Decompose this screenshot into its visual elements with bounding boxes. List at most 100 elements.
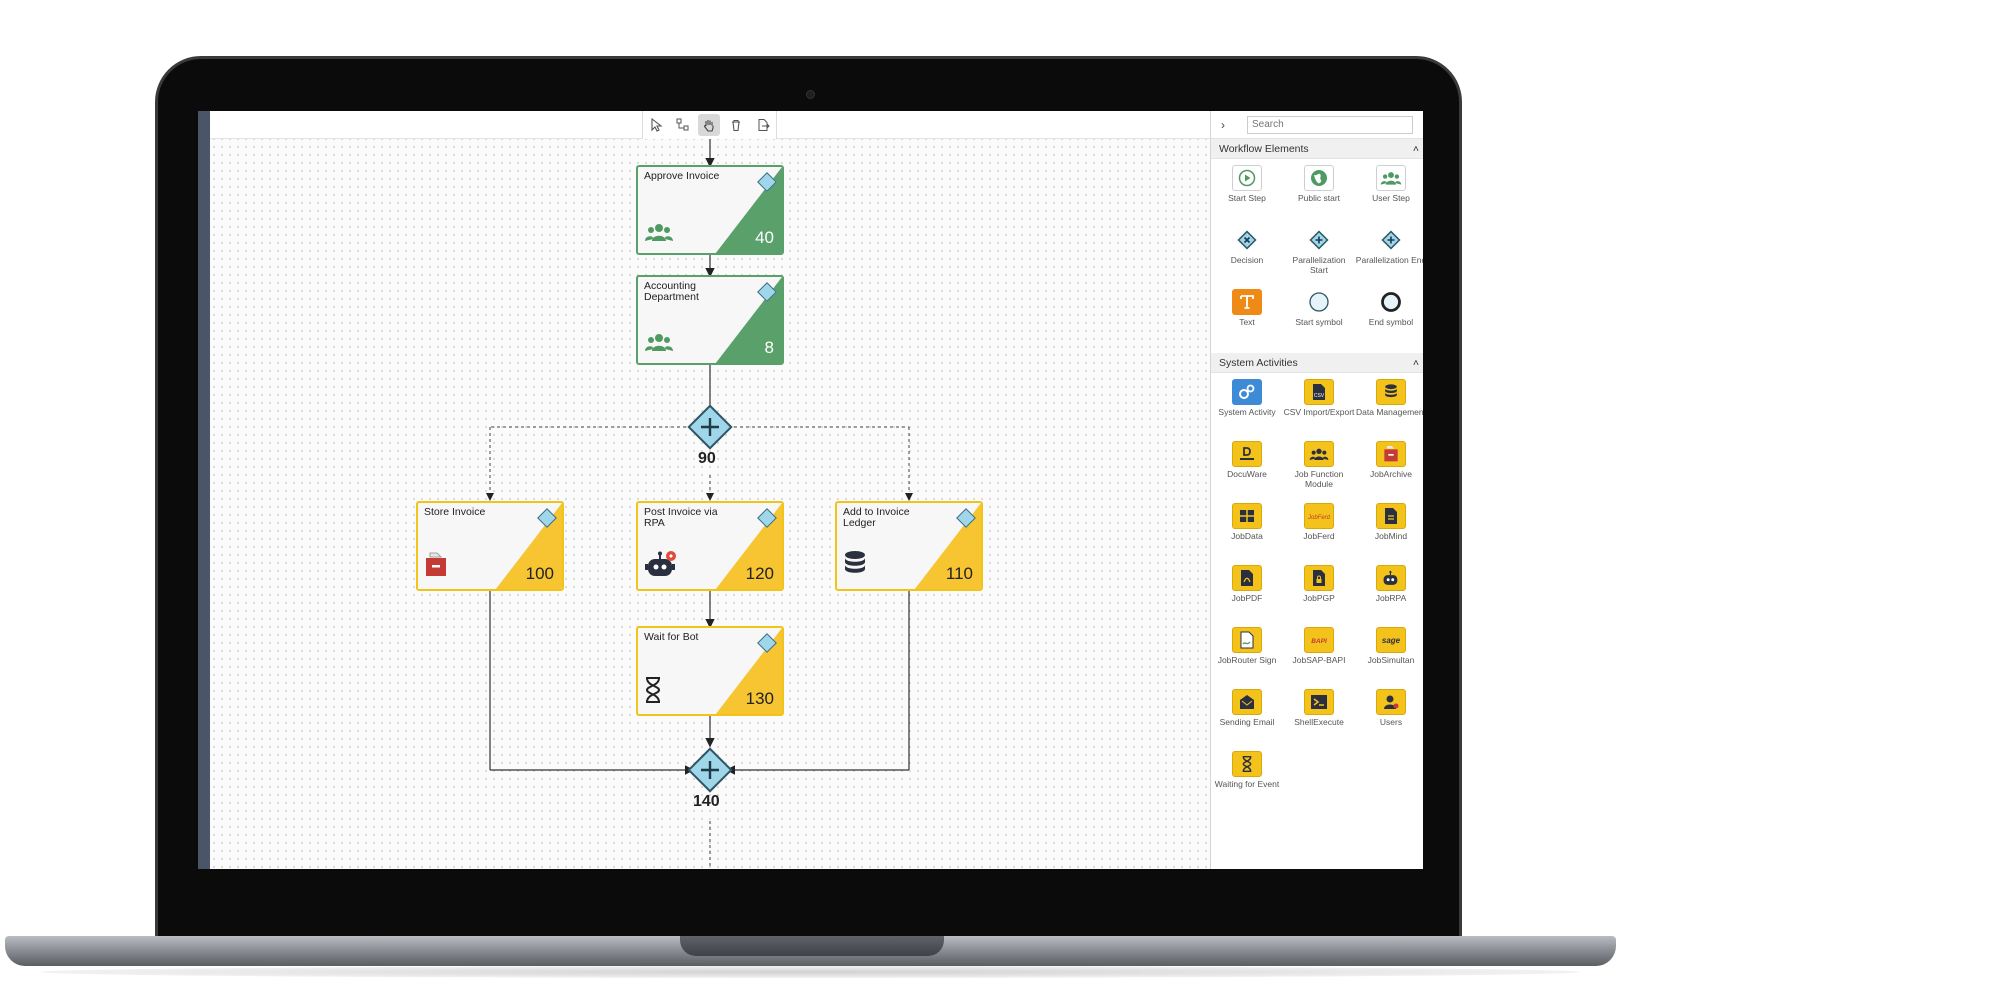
node-number: 40	[755, 228, 774, 247]
node-post-invoice-rpa[interactable]: Post Invoice via RPA 120	[636, 501, 784, 591]
gateway-join-diamond[interactable]	[687, 747, 733, 793]
svg-text:BAPI: BAPI	[1311, 638, 1327, 645]
search-input[interactable]	[1247, 115, 1413, 134]
canvas-toolbar	[642, 111, 777, 139]
connect-tool-icon[interactable]	[672, 114, 694, 136]
activity-jobpgp[interactable]: JobPGP	[1283, 565, 1355, 627]
node-title: Add to Invoice Ledger	[843, 506, 910, 529]
system-activities-header[interactable]: System Activities ˄	[1211, 353, 1423, 373]
archive-icon	[1376, 441, 1406, 467]
workflow-elements-header[interactable]: Workflow Elements ˄	[1211, 139, 1423, 159]
activity-data-management[interactable]: Data Management	[1355, 379, 1423, 441]
activity-jobferd[interactable]: JobFerd JobFerd	[1283, 503, 1355, 565]
globe-icon	[1304, 165, 1334, 191]
collapse-panel-icon[interactable]: ›	[1221, 117, 1225, 132]
node-accounting-department[interactable]: Accounting Department 8	[636, 275, 784, 365]
node-store-invoice[interactable]: Store Invoice 100	[416, 501, 564, 591]
node-title: Store Invoice	[424, 506, 486, 518]
parallel-diamond-icon	[1376, 227, 1406, 253]
activity-jobmind[interactable]: JobMind	[1355, 503, 1423, 565]
jobferd-icon: JobFerd	[1304, 503, 1334, 529]
select-pointer-icon[interactable]	[645, 114, 667, 136]
svg-text:JobFerd: JobFerd	[1308, 515, 1330, 521]
activity-waiting-for-event[interactable]: Waiting for Event	[1211, 751, 1283, 813]
node-add-invoice-ledger[interactable]: Add to Invoice Ledger 110	[835, 501, 983, 591]
decision-diamond-icon	[1232, 227, 1262, 253]
robot-icon	[644, 550, 678, 583]
screen: 90 140 Approve Invoice 40 Accounting Dep…	[198, 111, 1423, 869]
activity-jobrpa[interactable]: JobRPA	[1355, 565, 1423, 627]
element-parallelization-start[interactable]: Parallelization Start	[1283, 227, 1355, 289]
node-number: 110	[945, 564, 973, 583]
activity-docuware[interactable]: DocuWare	[1211, 441, 1283, 503]
element-parallelization-end[interactable]: Parallelization End	[1355, 227, 1423, 289]
element-start-symbol[interactable]: Start symbol	[1283, 289, 1355, 351]
activity-jobsimultan[interactable]: sage JobSimultan	[1355, 627, 1423, 689]
activity-users[interactable]: Users	[1355, 689, 1423, 751]
chevron-up-icon[interactable]: ˄	[1412, 356, 1419, 369]
play-icon	[1232, 165, 1262, 191]
node-number: 8	[764, 338, 774, 357]
node-number: 120	[745, 564, 774, 583]
elements-panel: › Workflow Elements ˄ Start Step Public …	[1210, 111, 1423, 869]
docuware-icon	[1232, 441, 1262, 467]
csv-file-icon: CSV	[1304, 379, 1334, 405]
element-text[interactable]: Text	[1211, 289, 1283, 351]
activity-jobdata[interactable]: JobData	[1211, 503, 1283, 565]
email-icon	[1232, 689, 1262, 715]
table-icon	[1232, 503, 1262, 529]
node-title: Wait for Bot	[644, 631, 699, 643]
system-activities-grid: System Activity CSV CSV Import/Export Da…	[1211, 373, 1423, 815]
workflow-elements-grid: Start Step Public start User Step Decisi…	[1211, 159, 1423, 353]
element-start-step[interactable]: Start Step	[1211, 165, 1283, 227]
activity-system-activity[interactable]: System Activity	[1211, 379, 1283, 441]
node-title: Post Invoice via RPA	[644, 506, 718, 529]
gateway-split-diamond[interactable]	[687, 404, 733, 450]
start-circle-icon	[1304, 289, 1334, 315]
activity-sending-email[interactable]: Sending Email	[1211, 689, 1283, 751]
gateway-join-number: 140	[693, 793, 720, 810]
parallel-diamond-icon	[1304, 227, 1334, 253]
element-end-symbol[interactable]: End symbol	[1355, 289, 1423, 351]
sap-bapi-icon: BAPI	[1304, 627, 1334, 653]
activity-jobpdf[interactable]: JobPDF	[1211, 565, 1283, 627]
element-decision[interactable]: Decision	[1211, 227, 1283, 289]
user-icon	[1376, 689, 1406, 715]
pdf-icon	[1232, 565, 1262, 591]
hourglass-icon	[644, 677, 662, 708]
left-sidebar-strip	[198, 111, 210, 869]
robot-icon	[1376, 565, 1406, 591]
delete-icon[interactable]	[725, 114, 747, 136]
activity-shellexecute[interactable]: ShellExecute	[1283, 689, 1355, 751]
user-group-icon	[1304, 441, 1334, 467]
svg-text:CSV: CSV	[1314, 393, 1325, 399]
database-icon	[1376, 379, 1406, 405]
node-number: 100	[525, 564, 554, 583]
node-approve-invoice[interactable]: Approve Invoice 40	[636, 165, 784, 255]
user-group-icon	[644, 222, 674, 247]
export-icon[interactable]	[752, 114, 774, 136]
document-icon	[1376, 503, 1406, 529]
gateway-split-number: 90	[698, 450, 716, 467]
workflow-connectors	[486, 139, 913, 869]
element-public-start[interactable]: Public start	[1283, 165, 1355, 227]
node-title: Approve Invoice	[644, 170, 720, 182]
camera-icon	[806, 90, 815, 99]
activity-jobsap-bapi[interactable]: BAPI JobSAP-BAPI	[1283, 627, 1355, 689]
database-icon	[843, 550, 867, 583]
activity-csv-import-export[interactable]: CSV CSV Import/Export	[1283, 379, 1355, 441]
node-wait-for-bot[interactable]: Wait for Bot 130	[636, 626, 784, 716]
text-icon	[1232, 289, 1262, 315]
hourglass-icon	[1232, 751, 1262, 777]
activity-job-function-module[interactable]: Job Function Module	[1283, 441, 1355, 503]
node-number: 130	[745, 689, 774, 708]
sage-icon: sage	[1376, 627, 1406, 653]
element-user-step[interactable]: User Step	[1355, 165, 1423, 227]
activity-jobarchive[interactable]: JobArchive	[1355, 441, 1423, 503]
activity-jobrouter-sign[interactable]: JobRouter Sign	[1211, 627, 1283, 689]
node-title: Accounting Department	[644, 280, 699, 303]
hand-tool-icon[interactable]	[698, 114, 721, 136]
user-group-icon	[644, 332, 674, 357]
chevron-up-icon[interactable]: ˄	[1412, 142, 1419, 155]
